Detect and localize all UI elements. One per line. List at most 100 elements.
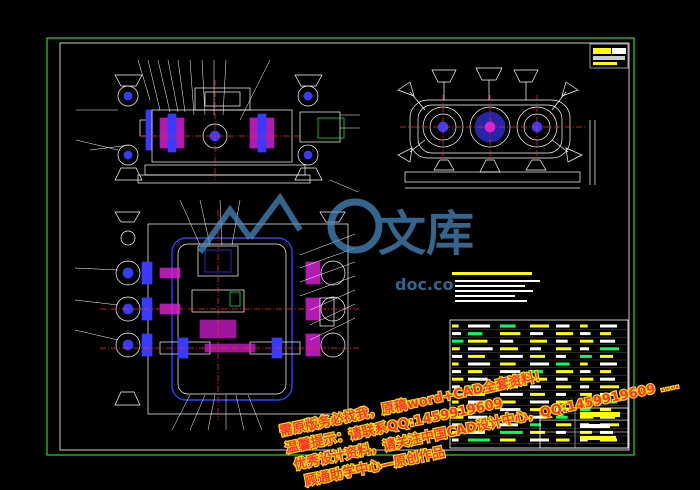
drawing-frame bbox=[46, 37, 635, 456]
parts-cell bbox=[530, 392, 545, 396]
parts-cell bbox=[556, 347, 572, 351]
parts-cell bbox=[500, 332, 521, 336]
parts-cell bbox=[580, 415, 594, 419]
parts-cell bbox=[468, 377, 488, 381]
parts-cell bbox=[600, 362, 617, 366]
parts-cell bbox=[530, 362, 549, 366]
parts-cell bbox=[556, 354, 566, 358]
parts-cell bbox=[452, 430, 463, 434]
parts-cell bbox=[468, 332, 483, 336]
parts-cell bbox=[556, 408, 574, 412]
front-view bbox=[75, 59, 360, 193]
parts-cell bbox=[556, 324, 570, 328]
parts-cell bbox=[580, 354, 592, 358]
parts-cell bbox=[600, 339, 615, 343]
parts-cell bbox=[500, 392, 523, 396]
parts-cell bbox=[556, 415, 568, 419]
parts-cell bbox=[580, 324, 588, 328]
parts-cell bbox=[580, 408, 591, 412]
parts-cell bbox=[530, 377, 547, 381]
parts-cell bbox=[468, 438, 491, 442]
parts-cell bbox=[452, 377, 464, 381]
parts-cell bbox=[500, 354, 523, 358]
parts-cell bbox=[600, 400, 617, 404]
parts-cell bbox=[500, 324, 516, 328]
parts-cell bbox=[600, 332, 611, 336]
parts-cell bbox=[500, 370, 521, 374]
parts-cell bbox=[452, 362, 459, 366]
plan-right-rollers bbox=[305, 211, 346, 358]
parts-cell bbox=[556, 430, 566, 434]
parts-cell bbox=[468, 354, 485, 358]
parts-cell bbox=[600, 377, 615, 381]
parts-cell bbox=[468, 339, 488, 343]
parts-cell bbox=[530, 385, 541, 389]
parts-cell bbox=[500, 430, 523, 434]
parts-cell bbox=[500, 415, 514, 419]
parts-cell bbox=[556, 332, 574, 336]
parts-cell bbox=[580, 362, 588, 366]
parts-cell bbox=[556, 438, 570, 442]
parts-cell bbox=[468, 400, 491, 404]
parts-cell bbox=[556, 400, 570, 404]
parts-cell bbox=[600, 324, 617, 328]
parts-cell bbox=[530, 423, 541, 427]
parts-cell bbox=[468, 385, 493, 389]
parts-cell bbox=[556, 377, 568, 381]
parts-cell bbox=[452, 438, 459, 442]
parts-cell bbox=[530, 324, 549, 328]
parts-cell bbox=[500, 339, 514, 343]
parts-cell bbox=[530, 347, 541, 351]
parts-cell bbox=[600, 415, 615, 419]
parts-cell bbox=[500, 347, 518, 351]
parts-cell bbox=[530, 415, 547, 419]
watermark-brand: 文库 bbox=[378, 206, 474, 262]
parts-cell bbox=[530, 370, 543, 374]
parts-cell bbox=[580, 347, 590, 351]
parts-cell bbox=[452, 385, 460, 389]
parts-cell bbox=[556, 370, 574, 374]
parts-cell bbox=[452, 423, 460, 427]
parts-cell bbox=[500, 400, 516, 404]
parts-cell bbox=[580, 392, 592, 396]
parts-cell bbox=[468, 324, 491, 328]
parts-cell bbox=[468, 347, 493, 351]
parts-cell bbox=[530, 354, 545, 358]
parts-cell bbox=[600, 370, 611, 374]
plan-left-rollers bbox=[114, 211, 153, 406]
parts-cell bbox=[600, 430, 613, 434]
parts-cell bbox=[580, 385, 590, 389]
parts-cell bbox=[500, 408, 521, 412]
parts-cell bbox=[556, 385, 572, 389]
right-roller-stack bbox=[294, 74, 345, 181]
parts-cell bbox=[580, 400, 588, 404]
parts-cell bbox=[580, 332, 591, 336]
parts-cell bbox=[452, 415, 464, 419]
plan-view bbox=[74, 199, 360, 431]
parts-cell bbox=[452, 370, 461, 374]
parts-cell bbox=[452, 324, 459, 328]
drawing-number-box bbox=[589, 43, 629, 69]
parts-cell bbox=[468, 415, 488, 419]
parts-cell bbox=[556, 423, 572, 427]
parts-cell bbox=[556, 362, 570, 366]
parts-cell bbox=[468, 370, 483, 374]
left-roller-stack bbox=[114, 74, 153, 181]
parts-cell bbox=[600, 408, 611, 412]
side-view bbox=[397, 67, 596, 189]
parts-cell bbox=[530, 332, 543, 336]
parts-cell bbox=[600, 347, 619, 351]
parts-cell bbox=[500, 385, 518, 389]
parts-cell bbox=[468, 392, 485, 396]
parts-cell bbox=[468, 423, 493, 427]
watermark-domain: doc.co bbox=[395, 275, 453, 294]
parts-cell bbox=[580, 430, 592, 434]
parts-cell bbox=[452, 339, 464, 343]
parts-cell bbox=[468, 362, 491, 366]
parts-cell bbox=[600, 354, 613, 358]
title-block bbox=[539, 407, 629, 449]
site-watermark: 文库 doc.co bbox=[197, 192, 474, 294]
parts-cell bbox=[556, 392, 566, 396]
technical-notes bbox=[452, 272, 540, 302]
